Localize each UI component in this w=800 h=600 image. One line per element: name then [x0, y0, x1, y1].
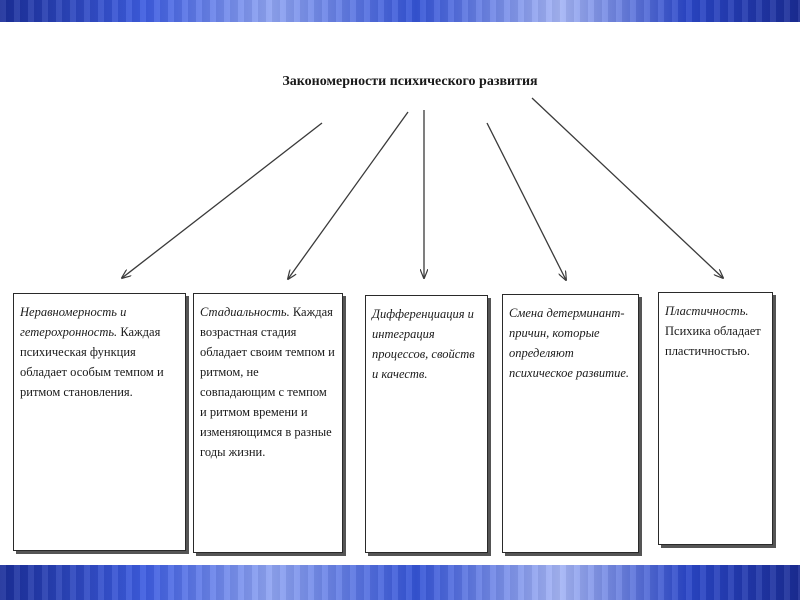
arrow-to-box-2 — [288, 111, 409, 279]
arrow-to-box-1 — [122, 122, 323, 278]
box-change-of-determinants: Смена детерминант-причин, которые опреде… — [502, 294, 639, 553]
top-decorative-band — [0, 0, 800, 22]
box-unevenness-heterochrony: Неравномерность и гетерохронность. Кажда… — [13, 293, 186, 551]
diagram-title: Закономерности психического развития — [282, 74, 538, 89]
box-staging: Стадиальность. Каждая возрастная стадия … — [193, 293, 343, 553]
box-3-heading: Дифференциация и интеграция процессов, с… — [372, 307, 475, 381]
box-differentiation-integration: Дифференциация и интеграция процессов, с… — [365, 295, 488, 553]
box-4-heading: Смена детерминант-причин, которые опреде… — [509, 306, 630, 380]
arrow-to-box-4 — [486, 122, 566, 280]
box-1-heading: Неравномерность и гетерохронность. — [20, 305, 127, 339]
box-2-heading: Стадиальность. — [200, 305, 290, 319]
box-1-text: Каждая психическая функция обладает особ… — [20, 325, 164, 399]
box-plasticity: Пластичность. Психика обладает пластично… — [658, 292, 773, 545]
arrow-to-box-5 — [531, 97, 723, 278]
bottom-decorative-band — [0, 565, 800, 600]
box-5-heading: Пластичность. — [665, 304, 749, 318]
box-5-text: Психика обладает пластичностью. — [665, 324, 761, 358]
box-2-text: Каждая возрастная стадия обладает своим … — [200, 305, 335, 459]
